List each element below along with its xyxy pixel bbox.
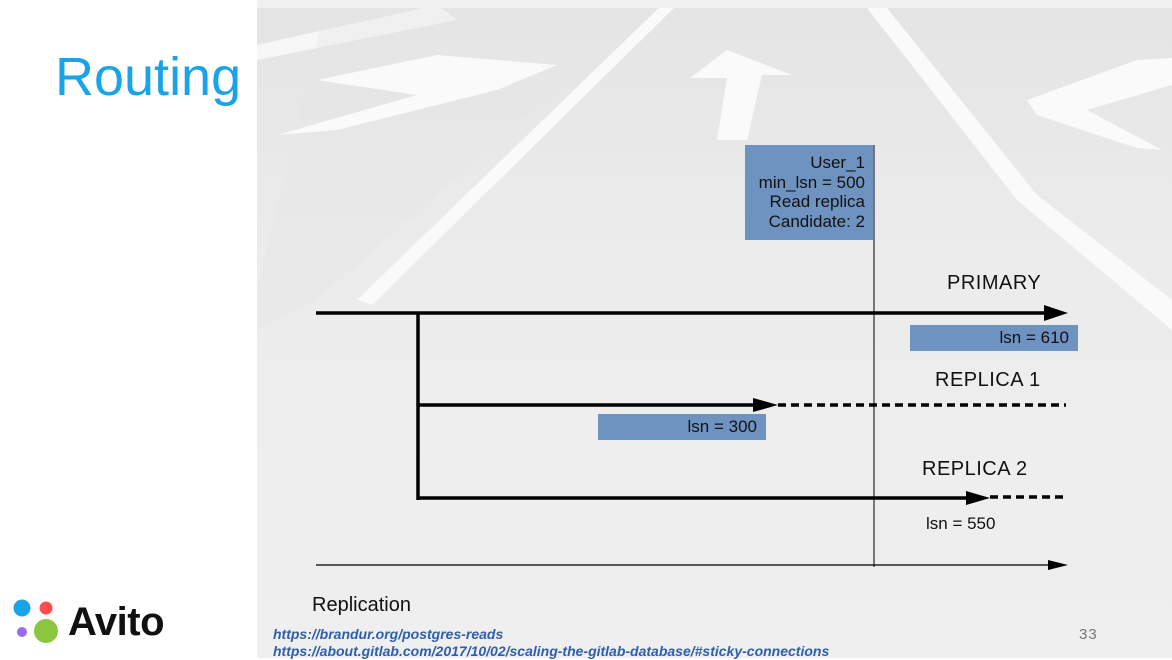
- replica2-lsn-text: lsn = 550: [926, 514, 996, 533]
- user-info-box: User_1 min_lsn = 500 Read replica Candid…: [745, 145, 873, 240]
- reference-link-2[interactable]: https://about.gitlab.com/2017/10/02/scal…: [273, 643, 830, 659]
- user-name: User_1: [810, 153, 865, 172]
- replica2-label: REPLICA 2: [922, 458, 1028, 480]
- slide-title: Routing: [55, 47, 242, 107]
- reference-link-1[interactable]: https://brandur.org/postgres-reads: [273, 626, 504, 642]
- page-number: 33: [1079, 626, 1098, 643]
- replication-axis-label: Replication: [312, 594, 411, 616]
- user-candidate: Candidate: 2: [768, 211, 865, 231]
- replica1-line: [418, 398, 1066, 412]
- avito-logo-text: Avito: [68, 600, 165, 644]
- avito-logo-dots-icon: [13, 599, 58, 643]
- primary-label: PRIMARY: [947, 272, 1042, 294]
- road-background-image: [257, 0, 1172, 330]
- replica1-label: REPLICA 1: [935, 369, 1041, 391]
- user-min-lsn: min_lsn = 500: [758, 172, 865, 192]
- replica2-line: [418, 491, 1066, 505]
- replication-axis: [316, 560, 1068, 570]
- primary-line: [316, 305, 1068, 321]
- user-read-mode: Read replica: [769, 192, 865, 211]
- replica1-lsn-box: lsn = 300: [598, 414, 766, 440]
- reference-links: https://brandur.org/postgres-reads https…: [273, 626, 829, 660]
- primary-lsn-box: lsn = 610: [910, 325, 1078, 351]
- left-panel: [0, 0, 257, 658]
- avito-logo: Avito: [13, 598, 183, 646]
